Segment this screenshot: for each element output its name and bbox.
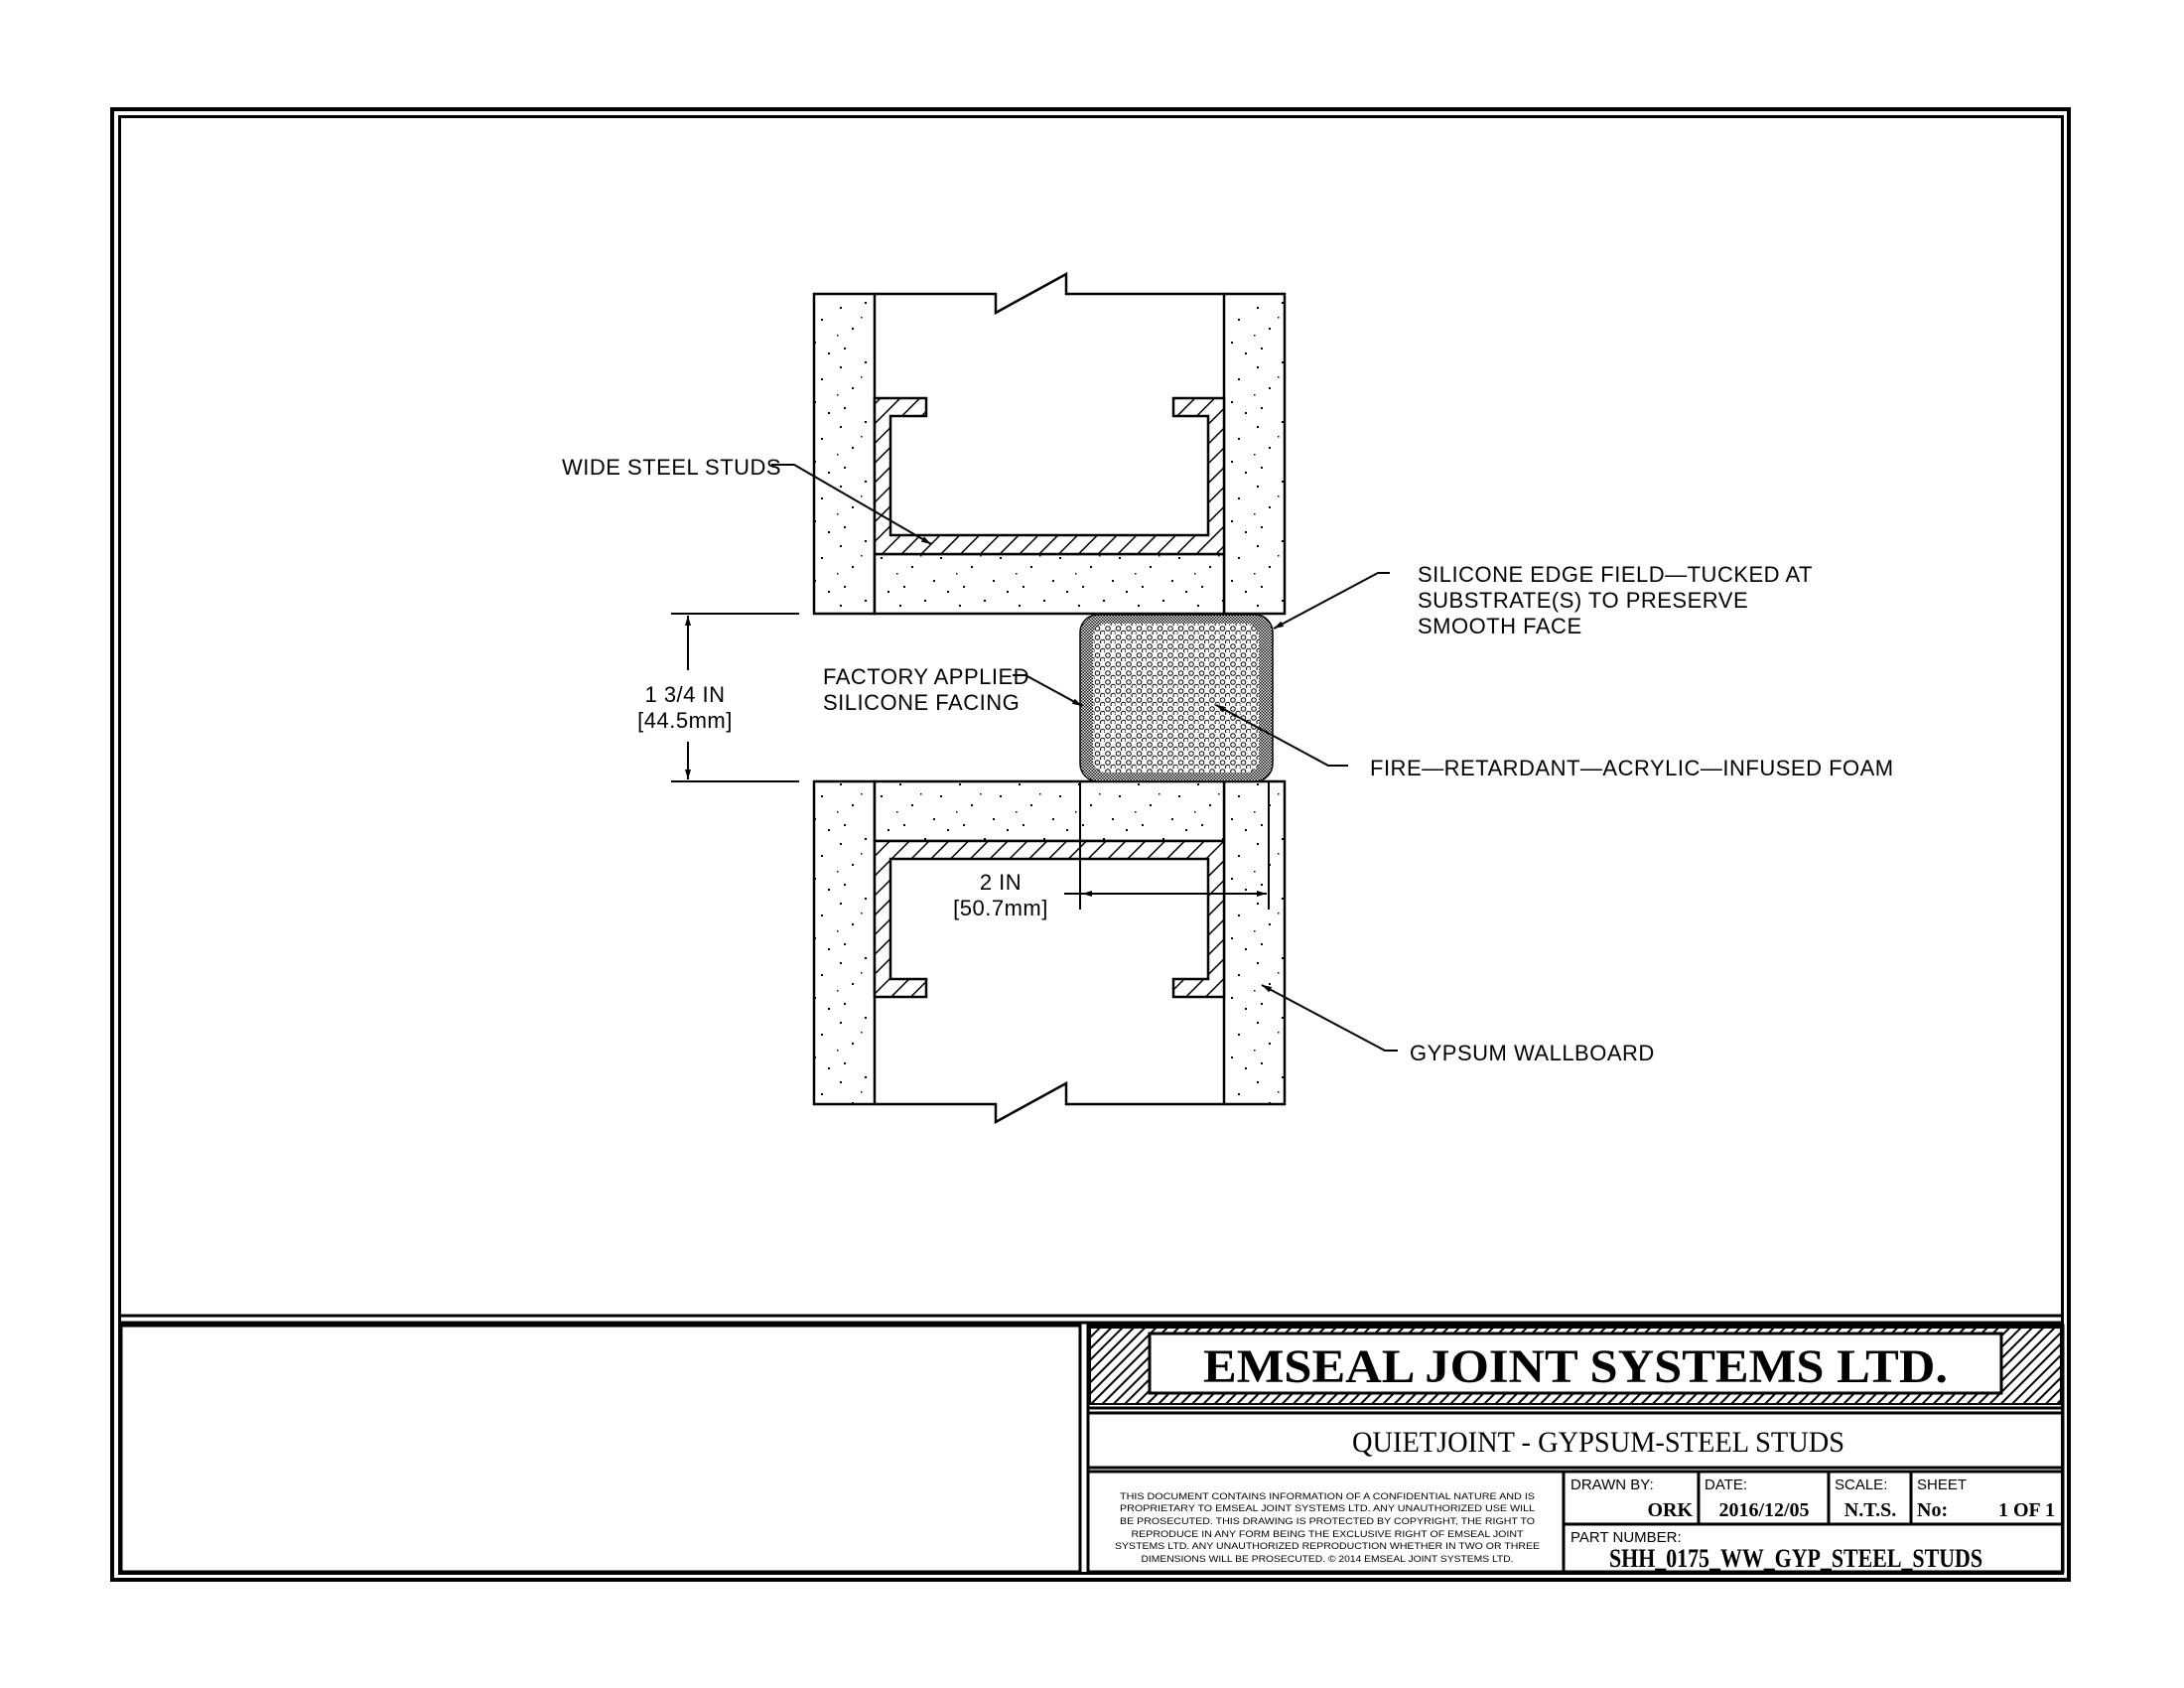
company-name: EMSEAL JOINT SYSTEMS LTD. (1203, 1340, 1948, 1393)
sheet-label: SHEET (1917, 1477, 1967, 1493)
disclaimer-line-1: THIS DOCUMENT CONTAINS INFORMATION OF A … (1120, 1491, 1535, 1502)
disclaimer: THIS DOCUMENT CONTAINS INFORMATION OF A … (1115, 1491, 1540, 1565)
dimension-joint-width: 1 3/4 IN [44.5mm] (637, 613, 799, 782)
drawn-by-label: DRAWN BY: (1570, 1477, 1654, 1493)
disclaimer-line-6: DIMENSIONS WILL BE PROSECUTED. © 2014 EM… (1142, 1554, 1514, 1565)
upper-wall-assembly (812, 271, 1287, 616)
sheet-no-value: 1 OF 1 (1998, 1499, 2055, 1521)
label-wide-steel-studs: WIDE STEEL STUDS (562, 455, 781, 480)
drawing-title: QUIETJOINT - GYPSUM-STEEL STUDS (1352, 1426, 1844, 1459)
disclaimer-line-2: PROPRIETARY TO EMSEAL JOINT SYSTEMS LTD.… (1120, 1503, 1536, 1514)
leader-foam (1215, 704, 1348, 767)
scale-value: N.T.S. (1844, 1499, 1896, 1521)
dim-depth-mm: [50.7mm] (953, 896, 1048, 920)
dim-joint-width-in: 1 3/4 IN (644, 682, 725, 707)
lower-wall-assembly (812, 779, 1287, 1125)
date-label: DATE: (1705, 1477, 1747, 1493)
dim-depth-in: 2 IN (980, 870, 1022, 895)
drawn-by-value: ORK (1647, 1499, 1693, 1521)
scale-label: SCALE: (1835, 1477, 1887, 1493)
disclaimer-line-5: SYSTEMS LTD. ANY UNAUTHORIZED REPRODUCTI… (1115, 1541, 1540, 1552)
dim-joint-width-mm: [44.5mm] (637, 708, 733, 733)
break-line-upper (875, 271, 1224, 316)
label-factory-1: FACTORY APPLIED (823, 664, 1029, 689)
leader-wide-steel-studs (771, 464, 932, 545)
label-silicone-edge-3: SMOOTH FACE (1418, 614, 1582, 638)
label-silicone-edge-1: SILICONE EDGE FIELD—TUCKED AT (1418, 562, 1813, 587)
sheet-no-label: No: (1917, 1499, 1948, 1521)
steel-stud-upper (873, 396, 1226, 556)
dimension-depth: 2 IN [50.7mm] (953, 870, 1267, 920)
disclaimer-line-4: REPRODUCE IN ANY FORM BEING THE EXCLUSIV… (1132, 1529, 1524, 1540)
leader-lines (771, 464, 1398, 1052)
quietjoint-sealant (1079, 614, 1274, 782)
label-gypsum-wallboard: GYPSUM WALLBOARD (1410, 1041, 1655, 1065)
callout-labels: WIDE STEEL STUDS SILICONE EDGE FIELD—TUC… (562, 455, 1894, 1065)
leader-gypsum (1261, 984, 1398, 1052)
steel-stud-lower (873, 839, 1226, 999)
gypsum-board-lower-face (873, 779, 1226, 843)
title-block: EMSEAL JOINT SYSTEMS LTD. QUIETJOINT - G… (1086, 1324, 2065, 1574)
label-factory-2: SILICONE FACING (823, 690, 1020, 715)
part-number-label: PART NUMBER: (1570, 1529, 1682, 1546)
disclaimer-line-3: BE PROSECUTED. THIS DRAWING IS PROTECTED… (1120, 1516, 1535, 1527)
leader-factory-silicone (1013, 674, 1083, 707)
label-silicone-edge-2: SUBSTRATE(S) TO PRESERVE (1418, 588, 1748, 613)
gypsum-board-upper-left (812, 292, 877, 616)
label-foam: FIRE—RETARDANT—ACRYLIC—INFUSED FOAM (1370, 756, 1894, 780)
break-line-lower (875, 1080, 1224, 1125)
date-value: 2016/12/05 (1718, 1499, 1809, 1521)
gypsum-board-upper-right (1222, 292, 1287, 616)
gypsum-board-lower-right (1222, 779, 1287, 1106)
acrylic-infused-foam (1093, 624, 1259, 773)
gypsum-board-lower-left (812, 779, 877, 1106)
gypsum-board-upper-face (873, 552, 1226, 616)
notes-panel (119, 1324, 1082, 1574)
part-number-value: SHH_0175_WW_GYP_STEEL_STUDS (1609, 1544, 1982, 1573)
leader-silicone-edge (1273, 572, 1390, 630)
